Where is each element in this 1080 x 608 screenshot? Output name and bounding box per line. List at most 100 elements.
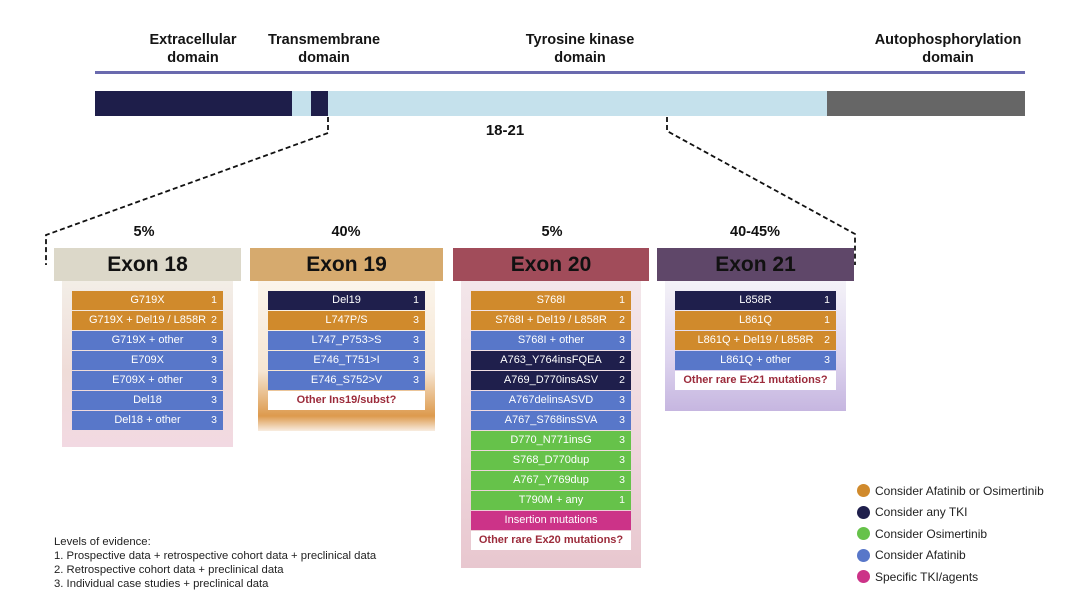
tyrosine-label-line2: domain xyxy=(554,50,606,66)
legend-item: Consider Osimertinib xyxy=(857,523,1044,545)
mutation-label: S768_D770dup xyxy=(512,454,590,466)
mutation-row: E709X 3 xyxy=(72,351,223,370)
evidence-level-badge: 3 xyxy=(211,354,217,366)
mutation-label: A769_D770insASV xyxy=(503,374,599,386)
mutation-label: E709X + other xyxy=(112,374,183,386)
domain-divider-line xyxy=(95,71,1025,74)
evidence-level-badge: 2 xyxy=(619,314,625,326)
mutation-label: Del19 xyxy=(332,294,361,306)
auto-label-line1: Autophosphorylation xyxy=(874,32,1022,48)
legend-label: Consider Osimertinib xyxy=(875,526,988,541)
evidence-level-badge: 3 xyxy=(211,414,217,426)
mutation-label: Del18 xyxy=(133,394,162,406)
evidence-level-badge: 1 xyxy=(619,294,625,306)
mutation-row: S768_D770dup 3 xyxy=(471,451,631,470)
evidence-level-badge: 1 xyxy=(619,494,625,506)
evidence-level-badge: 3 xyxy=(413,314,419,326)
mutation-label: A767delinsASVD xyxy=(508,394,594,406)
transmembrane-label-line1: Transmembrane xyxy=(267,32,381,48)
mutation-label: L861Q xyxy=(738,314,773,326)
auto-label-line2: domain xyxy=(922,50,974,66)
legend-dot-icon xyxy=(857,484,870,498)
legend-item: Consider Afatinib xyxy=(857,545,1044,567)
evidence-level-badge: 1 xyxy=(824,314,830,326)
legend-item: Consider any TKI xyxy=(857,502,1044,524)
extracellular-label-line2: domain xyxy=(167,50,219,66)
exon20-frequency: 5% xyxy=(541,224,563,240)
mutation-label: Other rare Ex21 mutations? xyxy=(683,374,828,386)
left-connector-line xyxy=(45,117,329,265)
autophosphorylation-domain-label: Autophosphorylation domain xyxy=(858,31,1038,67)
tyrosine-label-line1: Tyrosine kinase xyxy=(525,32,635,48)
exon19-frequency: 40% xyxy=(331,224,361,240)
autophosphorylation-domain-bar xyxy=(827,91,1025,116)
evidence-level-badge: 3 xyxy=(619,334,625,346)
legend-item: Specific TKI/agents xyxy=(857,566,1044,588)
evidence-level-badge: 3 xyxy=(413,354,419,366)
legend-label: Consider any TKI xyxy=(875,505,968,520)
levels-of-evidence-title: Levels of evidence: xyxy=(54,536,151,548)
mutation-label: Other rare Ex20 mutations? xyxy=(478,534,624,546)
exon21-frequency: 40-45% xyxy=(730,224,780,240)
levels-of-evidence: Levels of evidence: 1. Prospective data … xyxy=(54,535,376,591)
mutation-label: E746_T751>I xyxy=(313,354,380,366)
mutation-label: A767_Y769dup xyxy=(513,474,589,486)
exon18-frequency: 5% xyxy=(133,224,155,240)
evidence-level-badge: 3 xyxy=(211,374,217,386)
mutation-row: Del19 1 xyxy=(268,291,425,310)
exon-range-label: 18-21 xyxy=(485,122,525,139)
evidence-level-badge: 3 xyxy=(619,454,625,466)
evidence-level-badge: 1 xyxy=(413,294,419,306)
mutation-label: L747_P753>S xyxy=(311,334,382,346)
evidence-level-badge: 3 xyxy=(211,334,217,346)
other-mutations-note: Other rare Ex20 mutations? xyxy=(471,531,631,550)
extracellular-label-line1: Extracellular xyxy=(149,32,237,48)
mutation-row: A767_S768insSVA 3 xyxy=(471,411,631,430)
mutation-label: A767_S768insSVA xyxy=(504,414,598,426)
mutation-row: S768I 1 xyxy=(471,291,631,310)
right-connector-line xyxy=(666,117,856,265)
legend-dot-icon xyxy=(857,505,870,519)
evidence-level-badge: 1 xyxy=(824,294,830,306)
treatment-legend: Consider Afatinib or Osimertinib Conside… xyxy=(857,480,1044,588)
evidence-level-badge: 2 xyxy=(824,334,830,346)
mutation-label: S768I xyxy=(536,294,566,306)
mutation-label: E746_S752>V xyxy=(310,374,383,386)
evidence-level-badge: 3 xyxy=(619,414,625,426)
exon21-header: Exon 21 xyxy=(657,248,854,281)
transmembrane-label-line2: domain xyxy=(298,50,350,66)
exon19-header: Exon 19 xyxy=(250,248,443,281)
mutation-label: E709X xyxy=(130,354,165,366)
other-mutations-note: Other rare Ex21 mutations? xyxy=(675,371,836,390)
legend-dot-icon xyxy=(857,570,870,584)
evidence-level-3: 3. Individual case studies + preclinical… xyxy=(54,578,269,590)
mutation-label: A763_Y764insFQEA xyxy=(500,354,602,366)
legend-label: Specific TKI/agents xyxy=(875,569,979,584)
mutation-row: E709X + other 3 xyxy=(72,371,223,390)
mutation-label: S768I + Del19 / L858R xyxy=(495,314,607,326)
tyrosine-kinase-domain-bar xyxy=(328,91,827,116)
exon20-header: Exon 20 xyxy=(453,248,649,281)
mutation-row: E746_T751>I 3 xyxy=(268,351,425,370)
extracellular-domain-label: Extracellular domain xyxy=(118,31,268,67)
